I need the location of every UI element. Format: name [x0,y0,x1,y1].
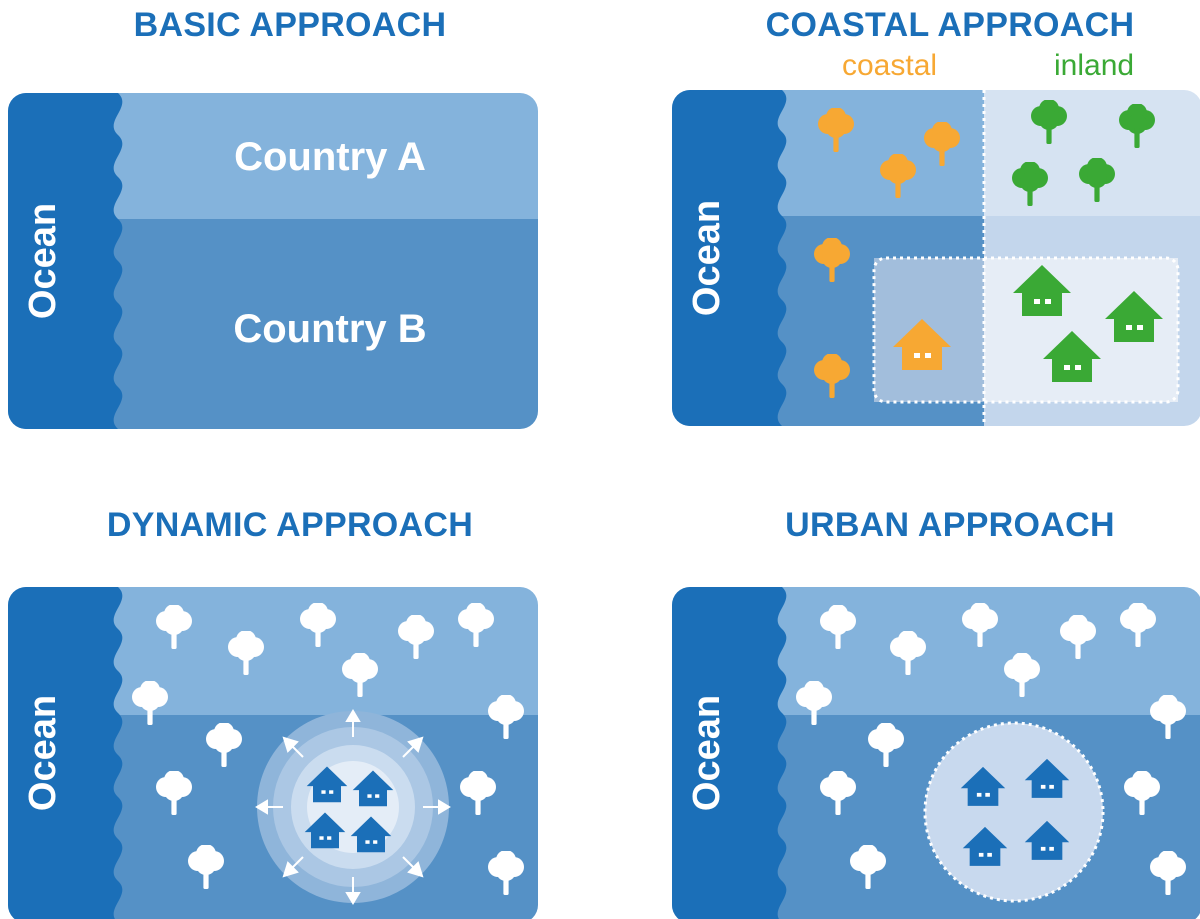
ocean-region [672,587,787,919]
dynamic-approach-title: DYNAMIC APPROACH [106,506,474,544]
coastal-legend-label: coastal [842,49,938,82]
basic-approach-title: BASIC APPROACH [133,6,447,44]
coastal-approach-panel: Ocean [672,90,1200,428]
ocean-label: Ocean [686,695,728,811]
urban-approach-panel: Ocean [672,587,1200,919]
urban-approach-title: URBAN APPROACH [785,506,1115,544]
coastal-approach-title: COASTAL APPROACH [765,6,1135,44]
ocean-label: Ocean [22,695,64,811]
urban-area-boundary [872,256,1180,404]
basic-approach-panel: Ocean Country A Country B [8,93,540,431]
ocean-region [8,587,123,919]
ocean-label: Ocean [22,203,64,319]
inland-zone-a [984,90,1200,216]
expansion-arrows [255,709,451,905]
country-a-label: Country A [234,135,426,179]
ocean-region [672,90,787,426]
country-b-label: Country B [233,307,426,351]
dynamic-approach-panel: Ocean [8,587,540,919]
urban-boundary-circle [923,721,1105,903]
ocean-label: Ocean [686,200,728,316]
ocean-region [8,93,123,429]
inland-legend-label: inland [1054,49,1135,82]
